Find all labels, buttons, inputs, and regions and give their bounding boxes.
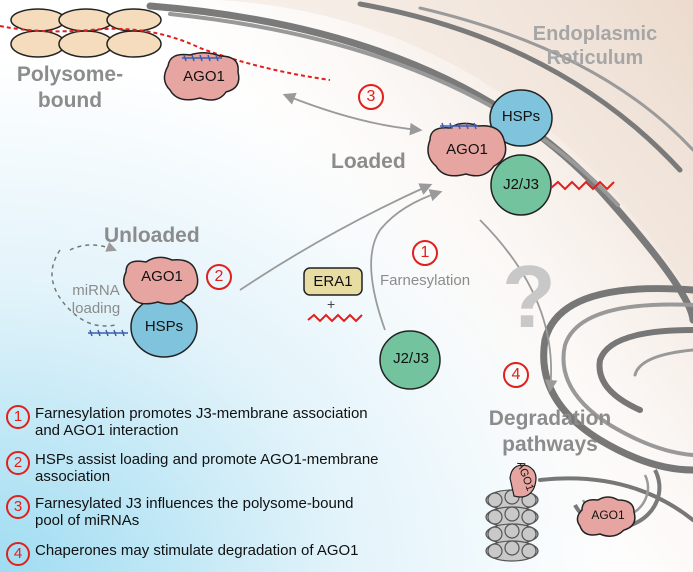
- mirna-loading-label: miRNA loading: [71, 282, 121, 317]
- ago1-unloaded-label: AGO1: [141, 268, 183, 285]
- question-mark: ?: [502, 247, 556, 346]
- ago1-polysome-shape: [163, 52, 240, 101]
- legend-number: 3: [6, 495, 30, 519]
- era1-label: ERA1: [313, 273, 353, 290]
- j2j3-loaded-label: J2/J3: [503, 176, 539, 193]
- step-3-marker: 3: [358, 84, 384, 110]
- legend-number: 4: [6, 542, 30, 566]
- farnesylation-label: Farnesylation: [380, 272, 471, 289]
- step-1-marker: 1: [412, 240, 438, 266]
- unloaded-label: Unloaded: [104, 224, 200, 247]
- ago1-autophagy-label: AGO1: [591, 508, 625, 522]
- legend-text: Farnesylation promotes J3-membrane assoc…: [35, 405, 368, 439]
- legend-item-2: 2 HSPs assist loading and promote AGO1-m…: [6, 451, 379, 485]
- ago1-loaded-label: AGO1: [446, 141, 488, 158]
- legend-number: 2: [6, 451, 30, 475]
- loaded-label: Loaded: [331, 150, 406, 173]
- ago1-polysome-label: AGO1: [183, 68, 225, 85]
- legend-item-3: 3 Farnesylated J3 influences the polysom…: [6, 495, 354, 529]
- polysome-label: Polysome- bound: [16, 63, 124, 112]
- proteasome: [485, 464, 539, 562]
- plus-sign: +: [327, 296, 336, 312]
- legend-text: Chaperones may stimulate degradation of …: [35, 542, 359, 559]
- hsps-unloaded-label: HSPs: [144, 318, 184, 335]
- farnesyl-anchor: [550, 180, 615, 191]
- step-2-marker: 2: [206, 264, 232, 290]
- legend-item-4: 4 Chaperones may stimulate degradation o…: [6, 542, 359, 566]
- legend-text: Farnesylated J3 influences the polysome-…: [35, 495, 354, 529]
- legend-text: HSPs assist loading and promote AGO1-mem…: [35, 451, 379, 485]
- step-4-marker: 4: [503, 362, 529, 388]
- er-lumen: [220, 0, 693, 300]
- ago1-autophagy-shape: [576, 496, 636, 537]
- j2j3-free-label: J2/J3: [393, 350, 429, 367]
- mrna-strand: [0, 25, 331, 81]
- era1-group: [303, 267, 441, 390]
- unloaded-complex: [51, 242, 199, 358]
- legend-item-1: 1 Farnesylation promotes J3-membrane ass…: [6, 405, 368, 439]
- pathway-arrows: [239, 92, 558, 393]
- polysome-ribosomes: [10, 8, 162, 58]
- legend-number: 1: [6, 405, 30, 429]
- loaded-complex: [427, 89, 615, 216]
- hsps-loaded-label: HSPs: [501, 108, 541, 125]
- degradation-label: Degradation pathways: [488, 407, 612, 456]
- er-label: Endoplasmic Reticulum: [532, 23, 658, 69]
